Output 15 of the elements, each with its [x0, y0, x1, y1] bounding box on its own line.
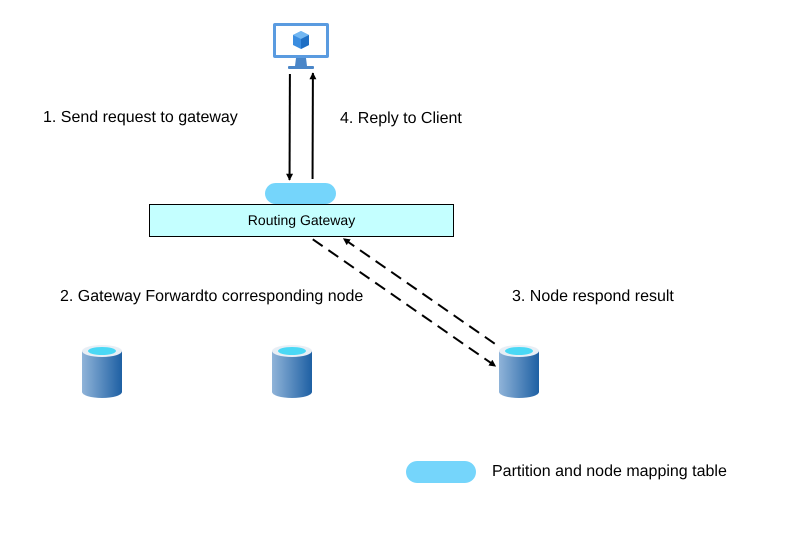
legend-text: Partition and node mapping table [492, 462, 727, 482]
mapping-table-pill [265, 183, 336, 204]
arrow [342, 238, 496, 344]
database-cylinder [498, 344, 540, 399]
arrow [312, 238, 496, 367]
step-label: 4. Reply to Client [340, 109, 462, 129]
arrow [309, 72, 316, 179]
database-cylinder [81, 344, 123, 399]
monitor-icon [272, 22, 330, 70]
database-cylinder [271, 344, 313, 399]
process-box: Routing Gateway [149, 204, 454, 237]
step-label: 1. Send request to gateway [43, 108, 238, 128]
step-label: 3. Node respond result [512, 287, 674, 307]
arrow [286, 74, 294, 181]
step-label: 2. Gateway Forwardto corresponding node [60, 287, 364, 307]
